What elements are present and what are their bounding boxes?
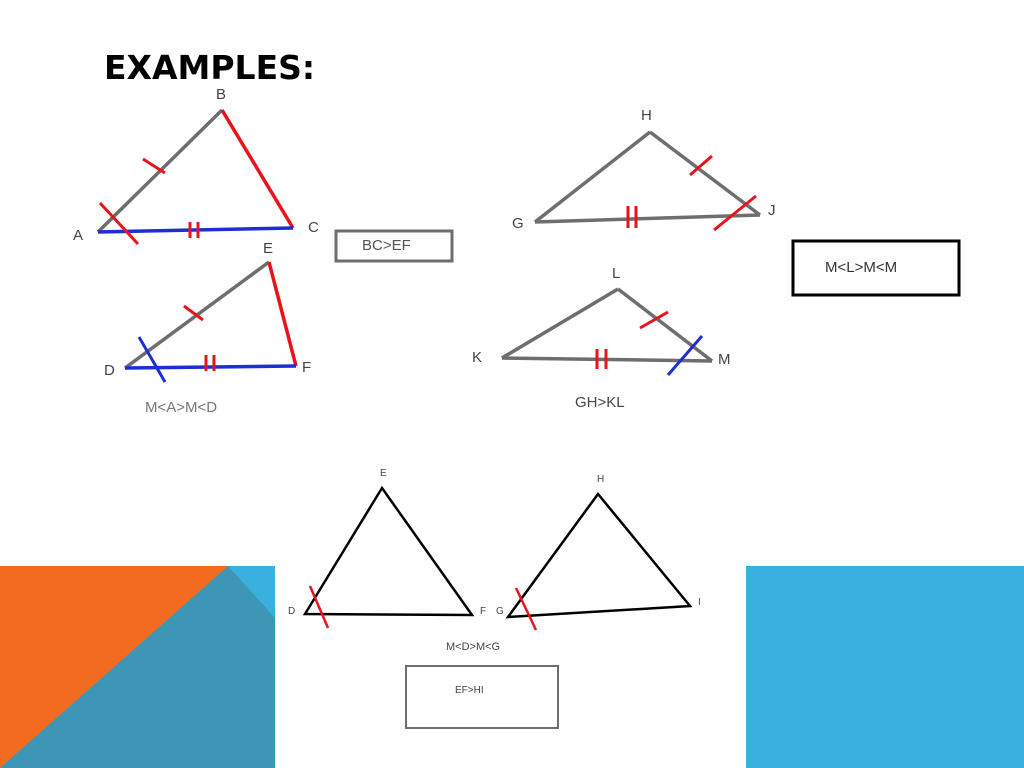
deco-blue-right xyxy=(746,566,1024,768)
triangle-def: D E F xyxy=(104,240,311,383)
caption-md-mg: M<D>M<G xyxy=(446,641,500,653)
label-l: L xyxy=(612,265,620,282)
label-e: E xyxy=(263,240,273,257)
caption-gh-kl: GH>KL xyxy=(575,394,625,411)
segment-lm xyxy=(616,287,714,363)
label-k: K xyxy=(472,349,482,366)
triangle-def-lower-outline xyxy=(302,485,475,617)
tick-angle-m xyxy=(666,335,704,376)
segment-ac xyxy=(97,226,294,234)
label-h-lower: H xyxy=(597,474,604,485)
segment-hj xyxy=(648,130,762,217)
label-m: M xyxy=(718,351,731,368)
label-d-lower: D xyxy=(288,606,295,617)
box-ef-hi xyxy=(405,665,559,729)
tick-de xyxy=(183,304,204,322)
label-a: A xyxy=(73,227,83,244)
box-ml-mm-text: M<L>M<M xyxy=(825,259,897,276)
tick-hj xyxy=(689,154,713,177)
segment-gh xyxy=(533,130,652,224)
tick-angle-g-lower xyxy=(514,587,538,631)
triangle-def-lower: D E F xyxy=(288,468,486,629)
triangle-ghi-lower-outline xyxy=(505,491,693,619)
box-bc-ef xyxy=(334,229,454,263)
label-e-lower: E xyxy=(380,468,387,479)
caption-ma-md: M<A>M<D xyxy=(145,399,217,416)
deco-orange-triangle xyxy=(0,566,228,768)
label-g-lower: G xyxy=(496,606,504,617)
box-ml-mm xyxy=(791,239,961,297)
segment-df xyxy=(124,364,297,370)
tick-angle-d-lower xyxy=(308,585,330,629)
tick-angle-a xyxy=(98,201,140,246)
lower-figure: D E F G H I M<D>M<G EF>HI xyxy=(275,455,745,768)
label-c: C xyxy=(308,219,319,236)
tick-lm xyxy=(639,310,669,330)
label-f-lower: F xyxy=(480,606,486,617)
slide-title: EXAMPLES: xyxy=(104,48,316,87)
segment-gj xyxy=(534,213,761,224)
label-f: F xyxy=(302,359,311,376)
box-ef-hi-text: EF>HI xyxy=(455,685,484,696)
tick-ab xyxy=(142,157,166,175)
segment-kl xyxy=(501,287,619,360)
triangle-ghi-lower: G H I xyxy=(496,474,701,631)
label-i-lower: I xyxy=(698,597,701,608)
label-g: G xyxy=(512,215,524,232)
box-bc-ef-text: BC>EF xyxy=(362,237,411,254)
label-b: B xyxy=(216,86,226,103)
segment-bc xyxy=(220,109,295,229)
label-j: J xyxy=(768,202,776,219)
label-h: H xyxy=(641,107,652,124)
tick-angle-j xyxy=(713,194,757,232)
triangle-klm: K L M xyxy=(472,265,731,376)
triangle-ghj: G H J xyxy=(512,107,776,232)
upper-figure: A B C D E F BC>EF M<A>M<D G H J M<L>M<M xyxy=(70,85,970,425)
label-d: D xyxy=(104,362,115,379)
tick-angle-d xyxy=(137,336,167,383)
triangle-abc: A B C xyxy=(73,86,319,246)
segment-ef xyxy=(267,261,298,367)
deco-light-blue-wedge xyxy=(228,566,275,618)
